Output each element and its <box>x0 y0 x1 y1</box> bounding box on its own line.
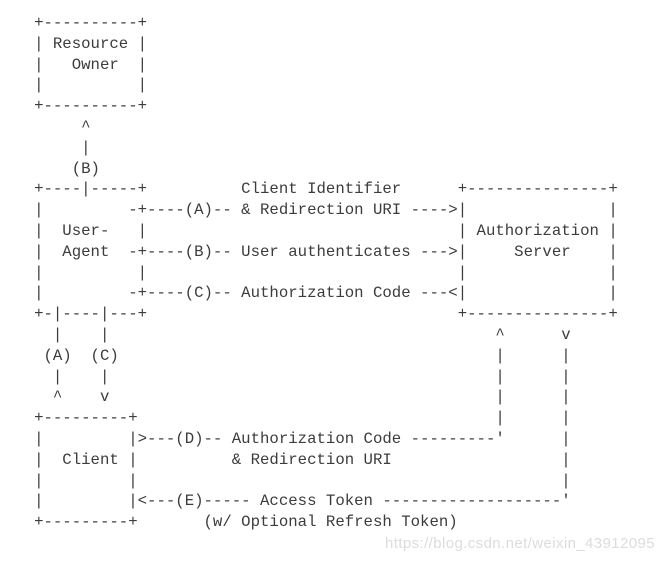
oauth-authorization-code-flow-ascii-diagram: +----------+ | Resource | | Owner | | | … <box>34 14 618 532</box>
watermark-url: https://blog.csdn.net/weixin_43912095 <box>385 535 655 552</box>
